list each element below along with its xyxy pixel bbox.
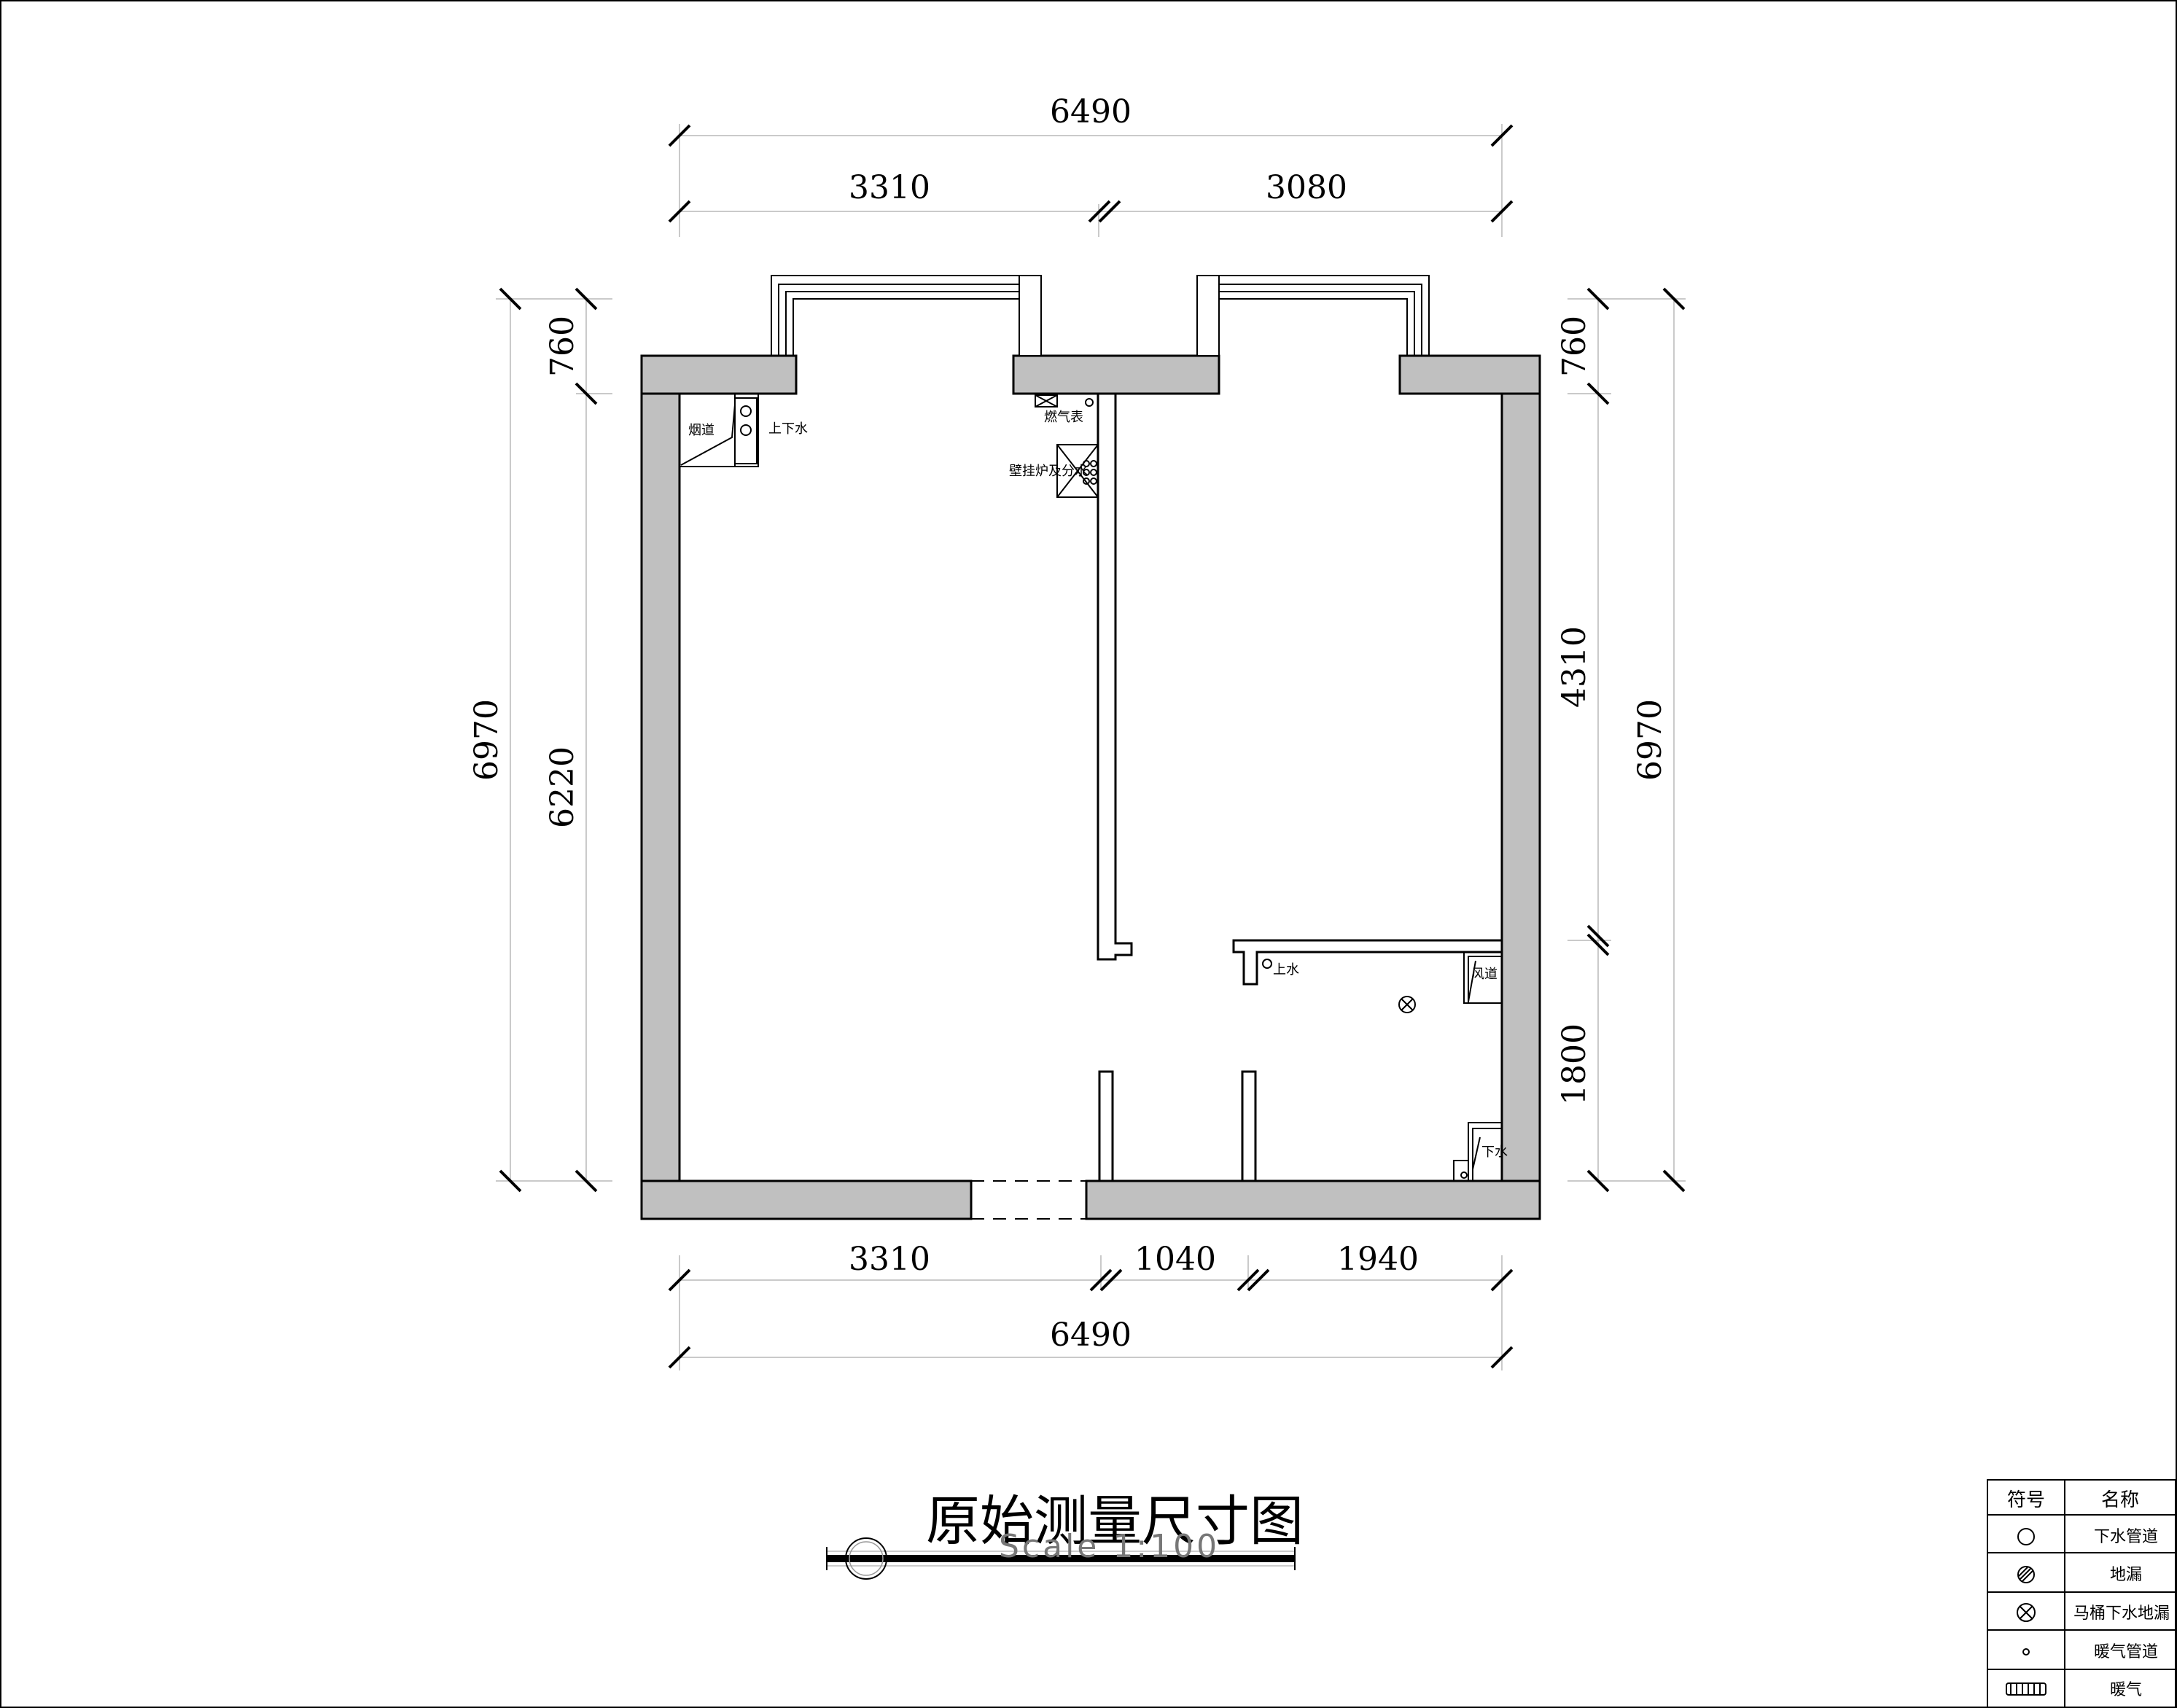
legend-header-name: 名称 <box>2101 1489 2139 1511</box>
water-label-left: 上下水 <box>768 421 808 437</box>
entrance-opening <box>971 1180 1086 1220</box>
dimensions-top: 6490 3310 3080 <box>668 93 1514 237</box>
legend-row-name: 暖气 <box>2110 1681 2142 1699</box>
hatched-circle-icon <box>2017 1566 2035 1583</box>
legend-row-name: 暖气管道 <box>2094 1643 2158 1661</box>
dim-right-mid: 4310 <box>1556 626 1593 708</box>
gas-meter-label: 燃气表 <box>1044 410 1083 425</box>
boiler-icon <box>1056 444 1099 498</box>
bathroom-wall <box>1232 939 1503 986</box>
dim-bottom-total: 6490 <box>1050 1317 1132 1354</box>
crossed-circle-icon <box>2017 1603 2036 1622</box>
balcony-right <box>1196 275 1430 356</box>
wall-bottom-left <box>640 1179 973 1220</box>
wall-bottom-right <box>1085 1179 1541 1220</box>
water-supply-label: 上水 <box>1273 962 1299 978</box>
interior-walls <box>1097 392 1503 1182</box>
partition-stub-right <box>1241 1070 1257 1182</box>
flue-label: 烟道 <box>688 423 714 438</box>
dim-right-total: 6970 <box>1632 699 1669 781</box>
dimensions-right: 760 4310 1800 6970 <box>1556 287 1686 1193</box>
fixtures: 烟道 上下水 燃气表 壁挂炉及分水 上水 风道 <box>679 393 1508 1182</box>
scale-label: Scale 1:100 <box>999 1528 1220 1565</box>
water-supply-pipe-icon <box>1262 959 1272 969</box>
drain-label: 下水 <box>1481 1144 1508 1160</box>
wall-top-right <box>1398 354 1541 395</box>
dim-left-main: 6220 <box>544 746 581 828</box>
dim-bottom-mid: 1040 <box>1134 1241 1216 1278</box>
north-circle-icon <box>845 1537 887 1580</box>
wall-right <box>1500 354 1541 1220</box>
wall-top-middle <box>1012 354 1220 395</box>
legend-table: 符号 名称 下水管道 地漏 马桶下水地漏 暖气管道 暖气 <box>1987 1479 2176 1708</box>
legend-row-name: 地漏 <box>2110 1566 2142 1584</box>
walls <box>640 354 1541 1220</box>
dim-left-total: 6970 <box>468 699 505 781</box>
circle-icon <box>2017 1528 2035 1545</box>
dot-icon <box>2022 1648 2030 1656</box>
dim-bottom-left: 3310 <box>849 1241 930 1278</box>
radiator-icon <box>2006 1682 2046 1696</box>
drawing-title: 原始测量尺寸图 <box>926 1490 1304 1553</box>
legend-header-symbol: 符号 <box>2007 1489 2045 1511</box>
dim-bottom-right: 1940 <box>1337 1241 1419 1278</box>
dim-top-total: 6490 <box>1050 93 1132 130</box>
toilet-drain-icon <box>1398 996 1416 1013</box>
wall-left <box>640 354 681 1220</box>
dim-top-left: 3310 <box>849 169 930 206</box>
partition-stub-left <box>1098 1070 1114 1182</box>
dimensions-left: 6970 760 6220 <box>468 287 612 1193</box>
dim-right-top: 760 <box>1556 316 1593 377</box>
legend-row-name: 马桶下水地漏 <box>2073 1604 2170 1623</box>
title-block: 原始测量尺寸图 Scale 1:100 <box>826 1490 1304 1580</box>
dim-left-top: 760 <box>544 316 581 377</box>
wall-top-left <box>640 354 798 395</box>
partition-wall-center <box>1097 392 1133 961</box>
dim-right-bottom: 1800 <box>1556 1023 1593 1105</box>
boiler-label: 壁挂炉及分水 <box>1009 464 1088 479</box>
dim-top-right: 3080 <box>1266 169 1347 206</box>
legend-row-name: 下水管道 <box>2094 1528 2158 1546</box>
balcony-left <box>771 275 1042 356</box>
flue-shaft <box>679 393 759 467</box>
gas-meter-icon <box>1035 394 1058 407</box>
air-duct-label: 风道 <box>1471 967 1498 982</box>
dimensions-bottom: 3310 1040 1940 6490 <box>668 1241 1514 1370</box>
